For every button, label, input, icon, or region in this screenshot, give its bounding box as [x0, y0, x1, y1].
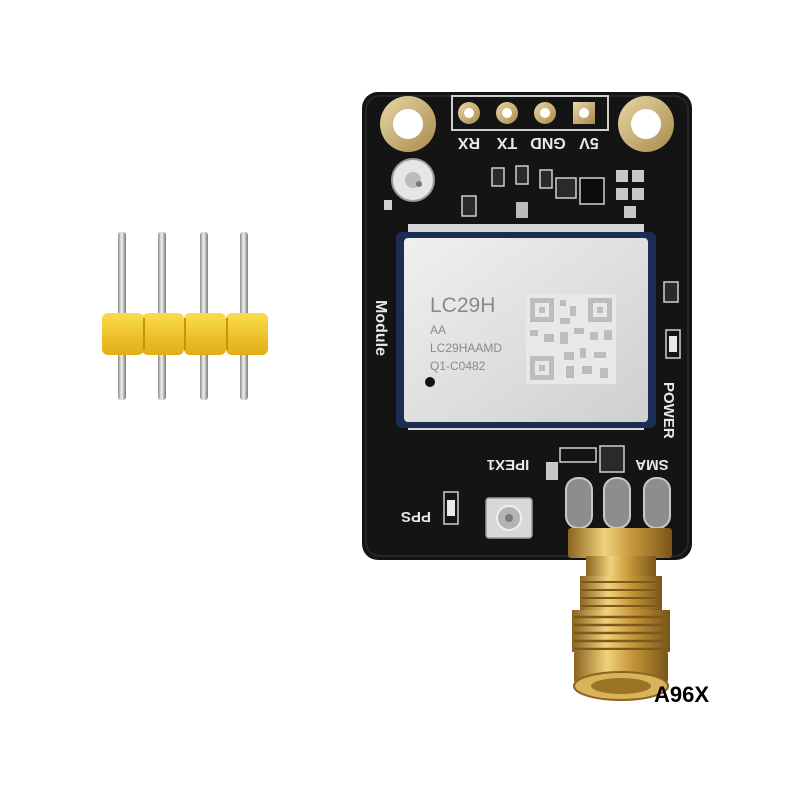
smd-components [461, 165, 679, 303]
gnss-module: LC29H AA LC29HAAMD Q1-C0482 [396, 232, 656, 428]
model-label: A96X [654, 682, 710, 707]
pin-label-gnd: GND [530, 134, 566, 151]
backup-battery [384, 158, 435, 210]
ipex-label: IPEX1 [487, 456, 530, 473]
mounting-hole [380, 96, 436, 152]
mounting-hole [618, 96, 674, 152]
gps-module-board: RX TX GND 5V [362, 92, 692, 560]
pin-label-rx: RX [458, 134, 481, 151]
qr-code [526, 294, 616, 384]
lower-smd-components [443, 445, 625, 525]
pin-labels: RX TX GND 5V [458, 134, 599, 151]
sma-label: SMA [635, 456, 669, 473]
pin-header [102, 232, 268, 400]
chip-model: LC29H [430, 294, 495, 317]
pin1-dot [425, 377, 435, 387]
pin-label-tx: TX [496, 134, 517, 151]
chip-lot: Q1-C0482 [430, 359, 486, 373]
header-pads [451, 95, 609, 131]
sma-solder-tabs [565, 477, 671, 529]
chip-part-number: LC29HAAMD [430, 341, 502, 355]
power-label: POWER [660, 382, 677, 439]
power-led [665, 329, 681, 359]
module-label: Module [372, 300, 389, 356]
pps-label: PPS [401, 508, 431, 525]
pin-label-5v: 5V [579, 134, 599, 151]
chip-variant: AA [430, 323, 446, 337]
ipex-connector [485, 497, 533, 539]
pin-header-plastic [102, 313, 268, 355]
sma-connector [568, 528, 672, 701]
